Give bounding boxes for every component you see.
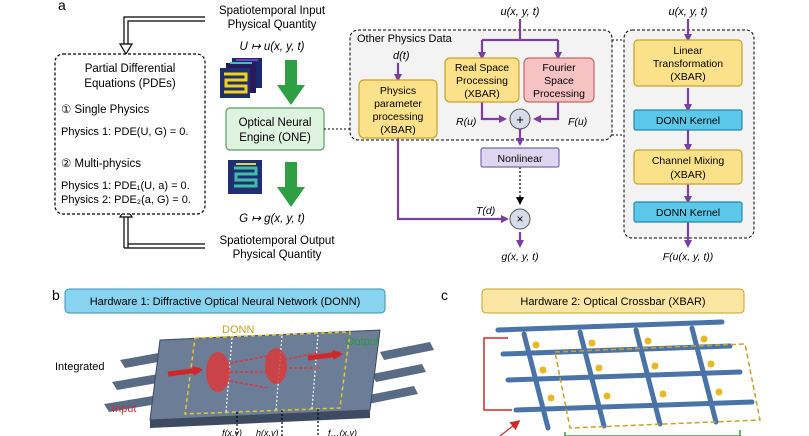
crossbar-input-arrow: [499, 420, 521, 436]
output-field-image: [228, 160, 262, 194]
multiply-symbol: ×: [516, 212, 523, 226]
donn-bottom-leaders: [236, 409, 319, 436]
fourier-detail-input-label: u(x, y, t): [669, 6, 708, 18]
fourier-line-2: Space: [544, 75, 574, 87]
pde-box: [54, 53, 206, 215]
crossbar-highlight-region: [554, 343, 761, 429]
input-arrow: [167, 365, 203, 377]
phys-param-line-3: processing: [373, 111, 424, 123]
panel-label-c: c: [441, 287, 448, 303]
donn-kernel-box-2: [633, 201, 743, 223]
engine-output-label: g(x, y, t): [501, 251, 538, 263]
phys-param-line-2: parameter: [374, 98, 422, 110]
real-space-processing-box: [444, 57, 520, 103]
phys-param-line-1: Physics: [380, 85, 416, 97]
panel-label-b: b: [52, 287, 60, 303]
sum-symbol: +: [516, 112, 524, 127]
hw1-title: Hardware 1: Diffractive Optical Neural N…: [90, 296, 361, 308]
output-arrow: [307, 349, 343, 361]
crossbar-grid: [495, 319, 755, 431]
crossbar-nodes: [532, 335, 723, 402]
t-d-label: T(d): [476, 205, 495, 217]
engine-signal-paths: [394, 19, 562, 248]
crossbar-output-bracket: [564, 430, 741, 436]
fourier-line-1: Fourier: [542, 62, 576, 74]
crossbar-input-bracket: [483, 337, 512, 411]
single-physics-label: ① Single Physics: [61, 104, 150, 116]
real-line-1: Real Space: [455, 62, 509, 74]
input-mapping: U ↦ u(x, y, t): [239, 41, 304, 53]
donn-kernel-label-2: DONN Kernel: [656, 207, 720, 219]
fourier-line-3: Processing: [533, 88, 585, 100]
output-title-2: Physical Quantity: [233, 249, 322, 261]
sum-node: [509, 108, 531, 130]
hw2-title-box: [481, 288, 745, 314]
nonlinear-label: Nonlinear: [498, 153, 543, 165]
donn-chip: [104, 329, 434, 428]
real-line-3: (XBAR): [464, 88, 500, 100]
bottom-label-0: f(x,y): [222, 428, 242, 436]
integrated-label: Integrated: [55, 361, 105, 373]
multi-physics-equation-1: Physics 1: PDE₁(U, a) = 0.: [61, 180, 190, 192]
output-mapping: G ↦ g(x, y, t): [239, 213, 305, 225]
fourier-detail-output-label: F(u(x, y, t)): [663, 251, 714, 263]
input-down-arrow: [277, 60, 305, 105]
phys-param-line-4: (XBAR): [380, 124, 416, 136]
fourier-space-processing-box: [523, 57, 595, 103]
input-title-1: Spatiotemporal Input: [219, 5, 326, 17]
donn-label: DONN: [222, 324, 254, 336]
one-label-1: Optical Neural: [239, 117, 312, 129]
panel-label-a: a: [58, 0, 66, 13]
input-label: Input: [112, 403, 136, 415]
linear-line-1: Linear: [673, 45, 703, 57]
channel-line-2: (XBAR): [670, 169, 706, 181]
input-title-2: Physical Quantity: [228, 19, 317, 31]
hw2-title: Hardware 2: Optical Crossbar (XBAR): [520, 296, 705, 308]
hw1-title-box: [64, 288, 386, 314]
d-t-label: d(t): [393, 50, 410, 62]
linear-line-3: (XBAR): [670, 71, 706, 83]
pde-title-1: Partial Differential: [85, 63, 176, 75]
bottom-label-2: f…(x,y): [328, 428, 357, 436]
linear-transformation-box: [633, 39, 743, 87]
multiply-node: [509, 208, 531, 230]
output-title-1: Spatiotemporal Output: [219, 235, 335, 247]
f-u-label: F(u): [568, 116, 587, 128]
pde-title-2: Equations (PDEs): [84, 78, 176, 90]
channel-mixing-box: [633, 149, 743, 185]
single-physics-equation: Physics 1: PDE(U, G) = 0.: [61, 126, 188, 138]
multi-physics-label: ② Multi-physics: [61, 158, 141, 170]
output-label: Output: [346, 336, 379, 348]
real-line-2: Processing: [456, 75, 508, 87]
donn-kernel-box-1: [633, 109, 743, 131]
r-u-label: R(u): [456, 116, 476, 128]
one-label-2: Engine (ONE): [239, 132, 311, 144]
donn-kernel-label-1: DONN Kernel: [656, 115, 720, 127]
physics-parameter-processing-box: [358, 79, 438, 139]
engine-input-label: u(x, y, t): [501, 6, 540, 18]
nonlinear-box: [480, 147, 560, 168]
channel-line-1: Channel Mixing: [652, 155, 725, 167]
linear-line-2: Transformation: [653, 58, 723, 70]
output-down-arrow: [277, 162, 305, 207]
input-field-image: [220, 58, 262, 98]
multi-physics-equation-2: Physics 2: PDE₂(a, G) = 0.: [61, 194, 191, 206]
other-physics-label: Other Physics Data: [357, 33, 453, 45]
bottom-label-1: h(x,y): [256, 428, 279, 436]
